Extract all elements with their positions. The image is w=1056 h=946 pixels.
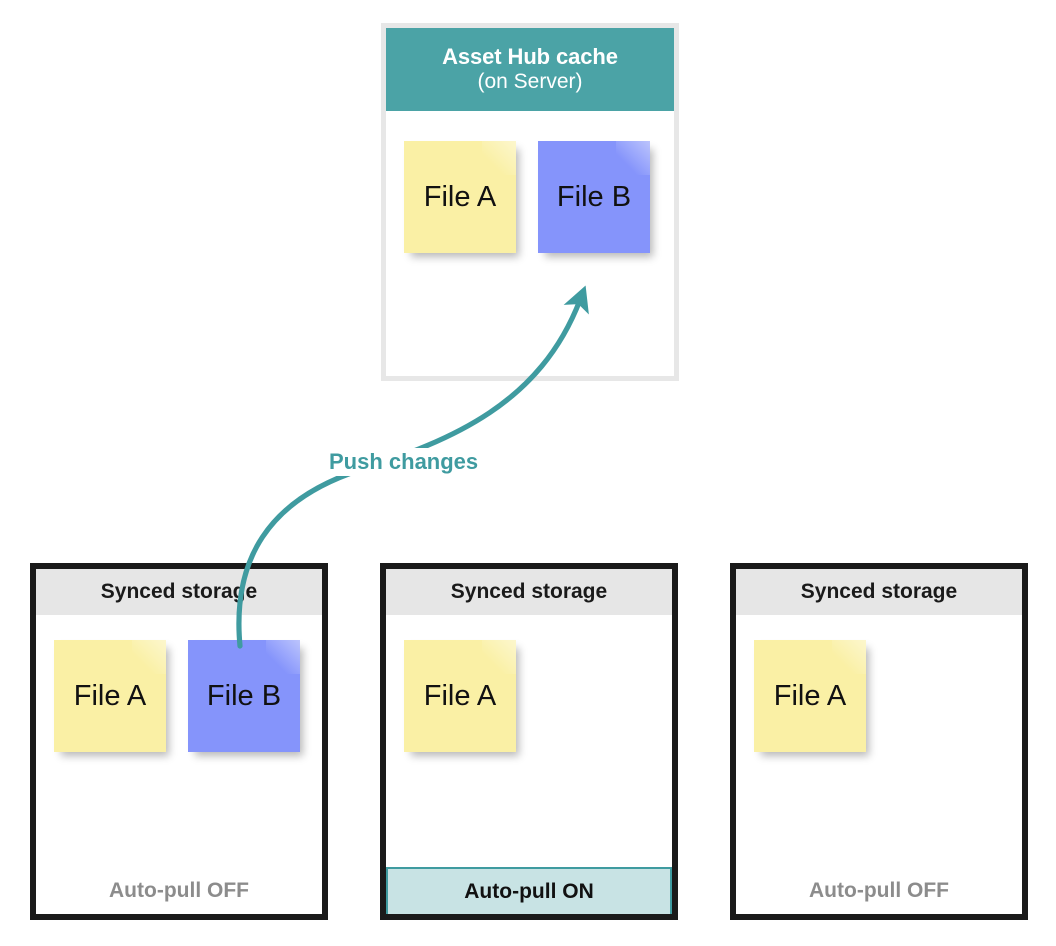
- synced-storage-box-2: Synced storage File A Auto-pull ON: [380, 563, 678, 920]
- synced-storage-2-file-a-label: File A: [423, 679, 497, 712]
- synced-storage-1-file-b-label: File B: [206, 679, 282, 712]
- synced-storage-3-autopull-status: Auto-pull OFF: [736, 867, 1022, 914]
- synced-storage-2-header: Synced storage: [386, 569, 672, 615]
- synced-storage-3-header: Synced storage: [736, 569, 1022, 615]
- synced-storage-1-file-b-note: File B: [188, 640, 300, 752]
- synced-storage-1-file-a-note: File A: [54, 640, 166, 752]
- synced-storage-box-3: Synced storage File A Auto-pull OFF: [730, 563, 1028, 920]
- cache-file-b-note: File B: [538, 141, 650, 253]
- cache-file-a-label: File A: [423, 180, 497, 213]
- synced-storage-1-body: File A File B: [36, 615, 322, 867]
- synced-storage-1-header: Synced storage: [36, 569, 322, 615]
- cache-file-a-note: File A: [404, 141, 516, 253]
- synced-storage-2-file-a-note: File A: [404, 640, 516, 752]
- synced-storage-3-file-a-note: File A: [754, 640, 866, 752]
- cache-file-b-label: File B: [556, 180, 632, 213]
- asset-hub-cache-body: File A File B: [386, 111, 674, 376]
- asset-hub-cache-subtitle: (on Server): [477, 70, 583, 94]
- synced-storage-3-file-a-label: File A: [773, 679, 847, 712]
- asset-hub-cache-title: Asset Hub cache: [442, 44, 618, 70]
- push-changes-label: Push changes: [325, 448, 483, 476]
- asset-hub-cache-panel: Asset Hub cache (on Server) File A File …: [381, 23, 679, 381]
- synced-storage-1-file-a-label: File A: [73, 679, 147, 712]
- synced-storage-3-body: File A: [736, 615, 1022, 867]
- synced-storage-2-body: File A: [386, 615, 672, 867]
- synced-storage-2-autopull-status: Auto-pull ON: [386, 867, 672, 914]
- synced-storage-1-autopull-status: Auto-pull OFF: [36, 867, 322, 914]
- asset-hub-cache-header: Asset Hub cache (on Server): [386, 28, 674, 111]
- synced-storage-box-1: Synced storage File A File B Auto-pull O…: [30, 563, 328, 920]
